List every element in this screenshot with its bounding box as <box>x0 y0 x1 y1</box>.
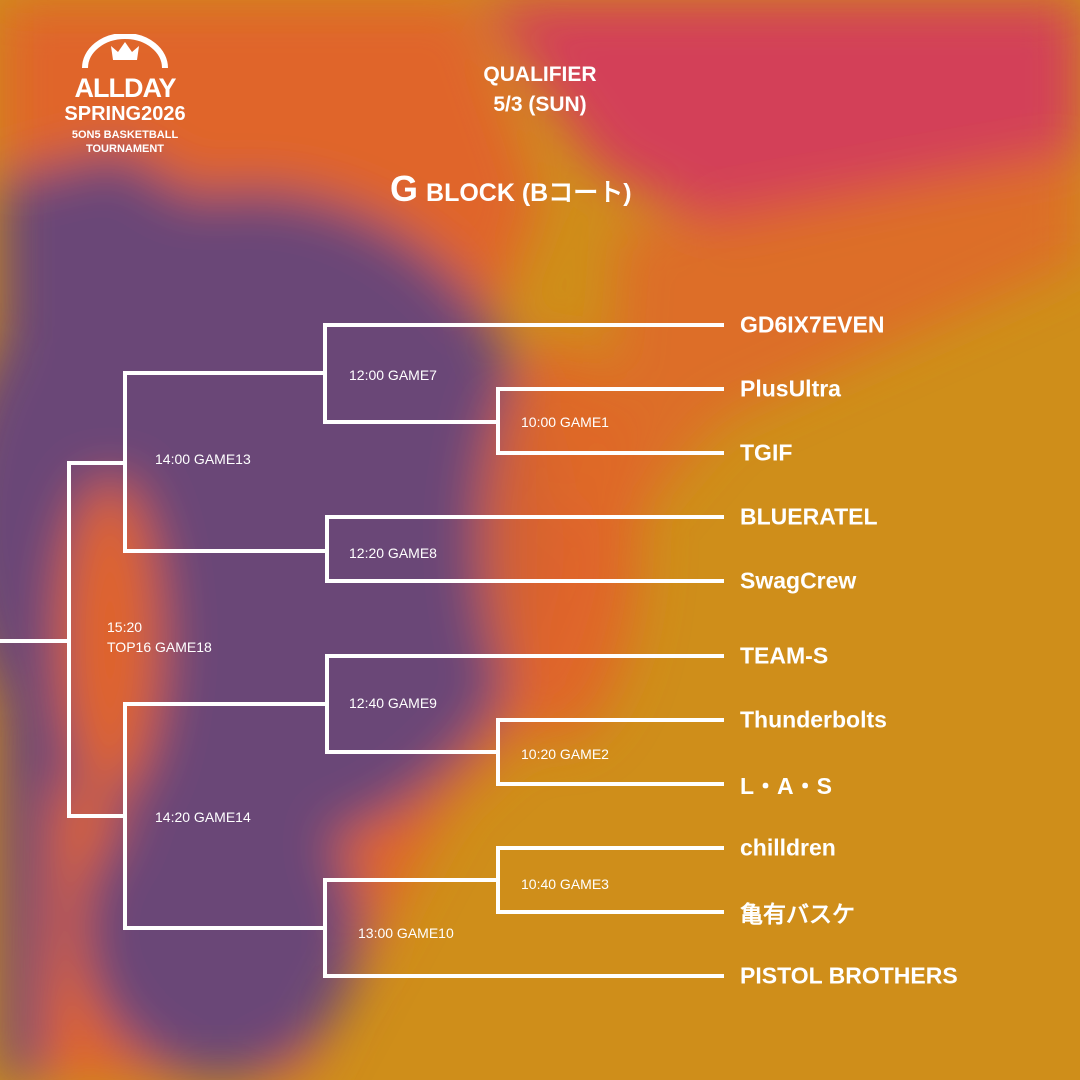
logo-brand: ALLDAY <box>74 73 176 103</box>
bracket-game1 <box>496 387 724 455</box>
game-label-9: 12:40 GAME9 <box>349 695 437 711</box>
bracket-game14 <box>123 702 327 930</box>
stage-title: QUALIFIER <box>483 63 597 86</box>
team-name: PlusUltra <box>740 375 841 402</box>
game-label-8: 12:20 GAME8 <box>349 545 437 561</box>
game-18-time: 15:20 <box>107 619 143 635</box>
event-header: QUALIFIER 5/3 (SUN) <box>440 60 640 120</box>
game-label-18: 15:20 TOP16 GAME18 <box>107 617 212 657</box>
team-name: TGIF <box>740 439 793 466</box>
game-label-1: 10:00 GAME1 <box>521 414 609 430</box>
game-label-3: 10:40 GAME3 <box>521 876 609 892</box>
logo-subtitle-2: TOURNAMENT <box>85 143 164 155</box>
logo-subtitle-1: 5ON5 BASKETBALL <box>71 129 179 141</box>
team-name: SwagCrew <box>740 567 857 594</box>
team-name: Thunderbolts <box>740 706 887 733</box>
team-name: GD6IX7EVEN <box>740 311 885 338</box>
logo-edition: SPRING2026 <box>64 103 186 125</box>
team-name: TEAM-S <box>740 642 829 669</box>
allday-logo: ALLDAY SPRING2026 5ON5 BASKETBALL TOURNA… <box>40 33 210 156</box>
game-label-2: 10:20 GAME2 <box>521 746 609 762</box>
event-date: 5/3 (SUN) <box>493 93 587 116</box>
team-name: L・A・S <box>740 773 832 799</box>
bracket-game2 <box>496 718 724 786</box>
bracket-game10 <box>323 878 724 978</box>
team-name: 亀有バスケ <box>740 901 855 927</box>
game-18-title: TOP16 GAME18 <box>107 639 212 655</box>
block-letter: G <box>390 168 419 209</box>
game-label-14: 14:20 GAME14 <box>155 809 251 825</box>
team-name: PISTOL BROTHERS <box>740 962 958 989</box>
team-name: chilldren <box>740 834 836 861</box>
block-court: BLOCK (Bコート) <box>426 179 632 207</box>
team-name: BLUERATEL <box>740 503 878 530</box>
crown-arch-icon <box>82 33 168 69</box>
game-label-10: 13:00 GAME10 <box>358 925 454 941</box>
game-label-7: 12:00 GAME7 <box>349 367 437 383</box>
game-label-13: 14:00 GAME13 <box>155 451 251 467</box>
